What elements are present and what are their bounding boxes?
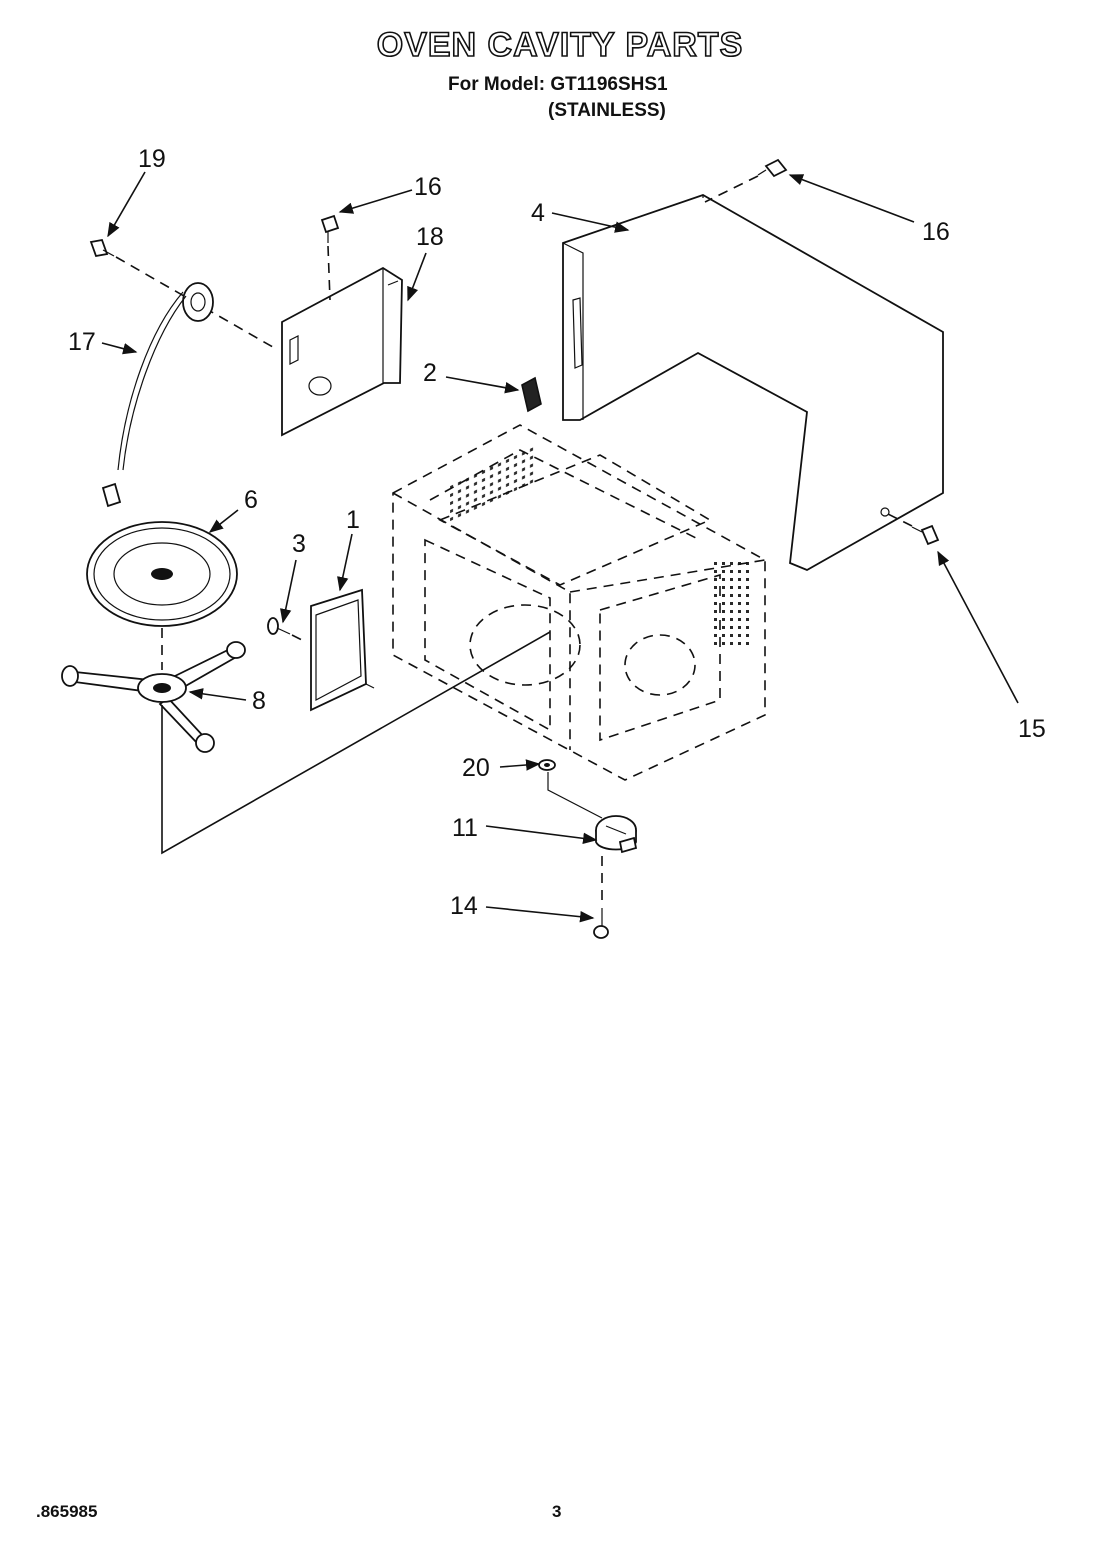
callout-20: 20: [462, 754, 490, 782]
callout-6: 6: [244, 486, 258, 514]
screw-thermal-cutout: [89, 238, 115, 258]
model-number: For Model: GT1196SHS1: [448, 74, 668, 95]
screw-mounting-plate: [320, 214, 340, 243]
callout-16: 16: [414, 173, 442, 201]
callout-14: 14: [450, 892, 478, 920]
callout-16: 16: [922, 218, 950, 246]
model-finish: (STAINLESS): [548, 100, 666, 121]
cover-panel: [310, 588, 375, 712]
screw-top-wrapper: [757, 158, 788, 178]
callout-8: 8: [252, 687, 266, 715]
waveguide-cover: [521, 376, 542, 413]
callout-15: 15: [1018, 715, 1046, 743]
page-title: OVEN CAVITY PARTS: [376, 25, 744, 65]
page-number: 3: [552, 1502, 562, 1521]
callout-3: 3: [292, 530, 306, 558]
document-code: .865985: [36, 1502, 98, 1521]
callout-11: 11: [452, 814, 478, 842]
screw-panel: [267, 617, 291, 635]
washer: [538, 759, 556, 771]
mounting-plate: [281, 266, 403, 437]
callout-1: 1: [346, 506, 360, 534]
roller-support: [61, 641, 246, 753]
screw-wrapper-side: [911, 524, 940, 546]
callout-19: 19: [138, 145, 166, 173]
cabinet-wrapper: [562, 194, 944, 571]
oven-cavity: [392, 424, 766, 781]
callout-2: 2: [423, 359, 437, 387]
turntable-motor: [595, 815, 638, 854]
screw-motor: [593, 908, 609, 939]
callout-17: 17: [68, 328, 96, 356]
callout-leaders: [101, 171, 1019, 923]
thermal-cutout: [101, 282, 214, 508]
callout-18: 18: [416, 223, 444, 251]
turntable-tray: [86, 521, 238, 627]
callout-4: 4: [531, 199, 545, 227]
